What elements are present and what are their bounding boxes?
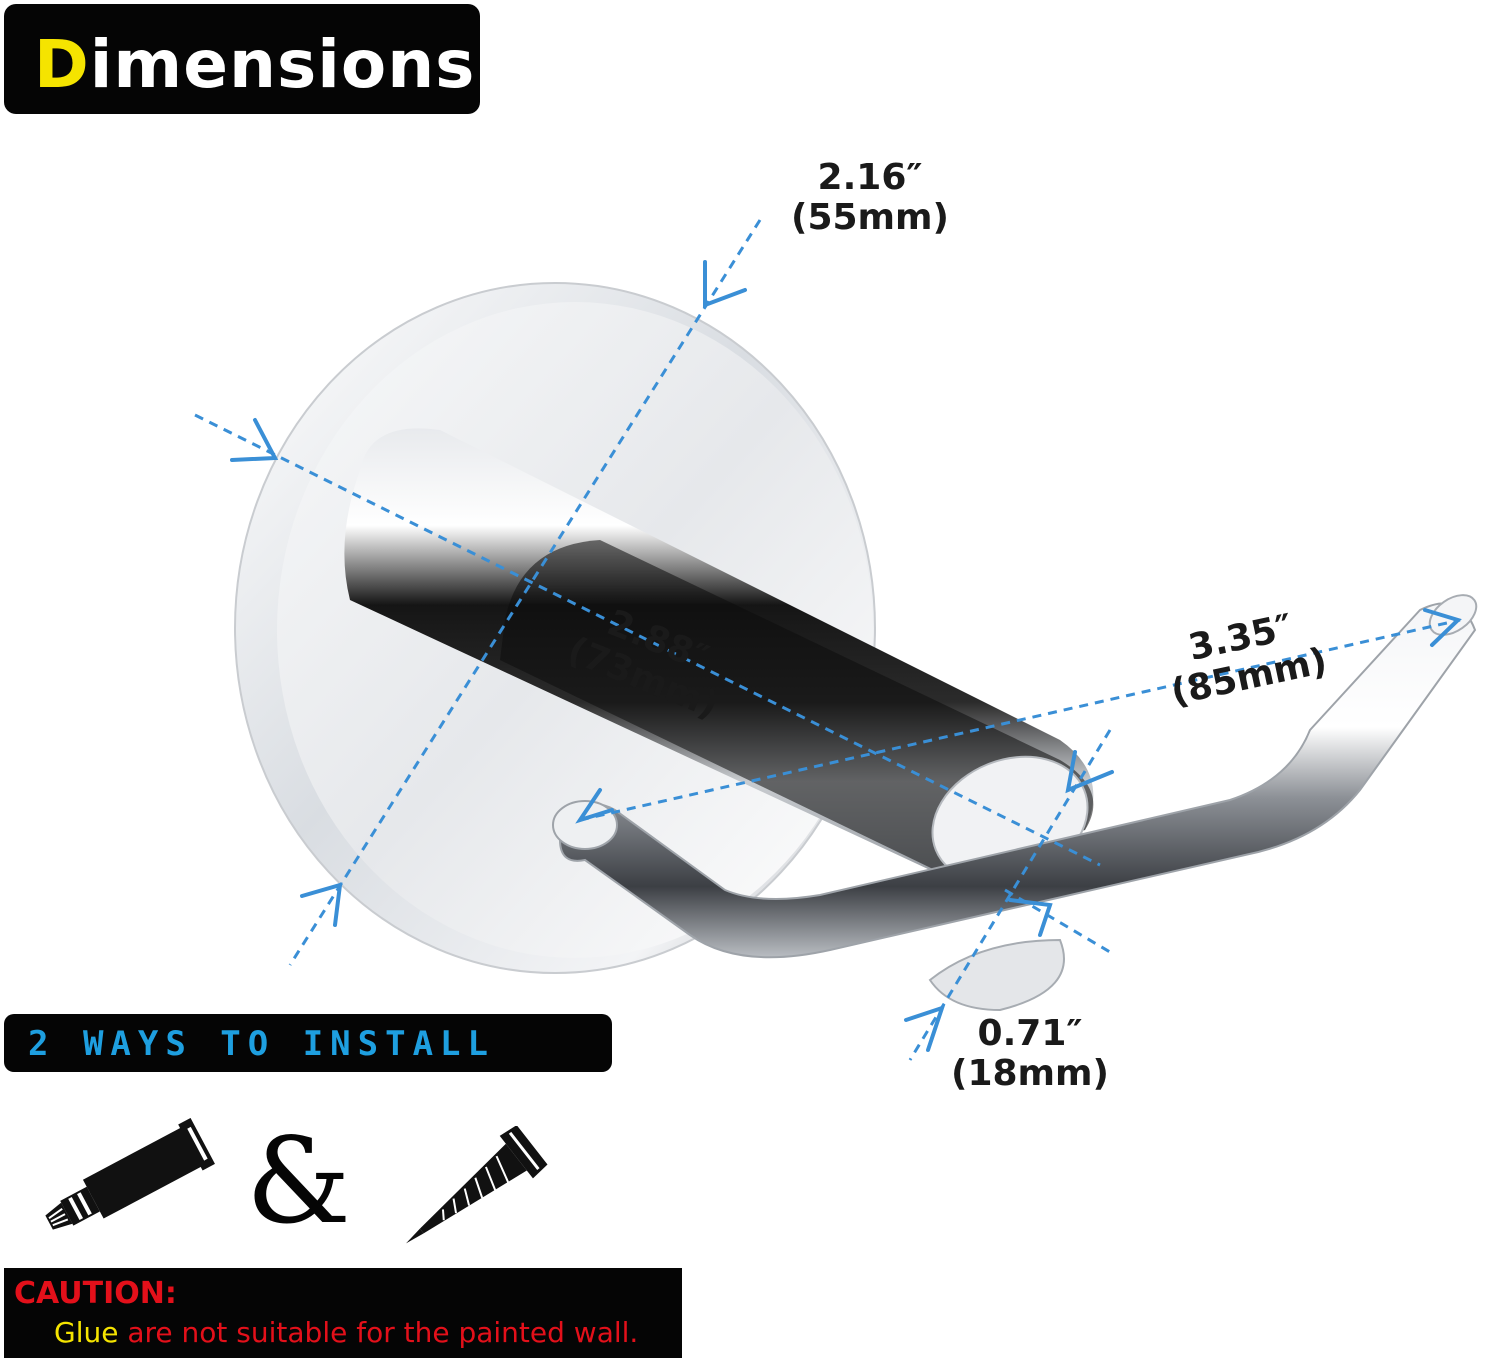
install-badge: 2 WAYS TO INSTALL <box>4 1014 612 1072</box>
caution-box: CAUTION: Glue are not suitable for the p… <box>4 1268 682 1358</box>
dimension-label-rod: 0.71″ (18mm) <box>930 1013 1130 1095</box>
caution-highlight: Glue <box>54 1316 119 1349</box>
dimension-inch: 0.71″ <box>977 1013 1083 1054</box>
ampersand: & <box>246 1112 352 1250</box>
dimension-mm: (18mm) <box>950 1053 1110 1095</box>
dimension-line-width <box>579 618 1461 822</box>
dimension-line-diameter <box>288 219 762 966</box>
title-rest: imensions <box>89 26 476 103</box>
dimension-label-diameter: 2.16″ (55mm) <box>770 157 970 239</box>
dimension-line-depth <box>194 413 1101 867</box>
caution-text: Glue are not suitable for the painted wa… <box>54 1316 638 1349</box>
glue-tube-icon <box>45 1118 215 1230</box>
dimension-arrows <box>230 260 1462 1052</box>
dimension-mm: (55mm) <box>790 197 950 239</box>
dimension-inch: 2.16″ <box>817 157 923 198</box>
title-badge: Dimensions <box>4 4 480 114</box>
page-title: Dimensions <box>34 26 475 103</box>
screw-icon <box>406 1126 548 1244</box>
caution-title: CAUTION: <box>14 1276 177 1311</box>
install-label: 2 WAYS TO INSTALL <box>28 1024 495 1064</box>
title-first-letter: D <box>34 26 90 103</box>
hook-arms <box>552 594 1478 1012</box>
caution-body: are not suitable for the painted wall. <box>118 1316 639 1349</box>
